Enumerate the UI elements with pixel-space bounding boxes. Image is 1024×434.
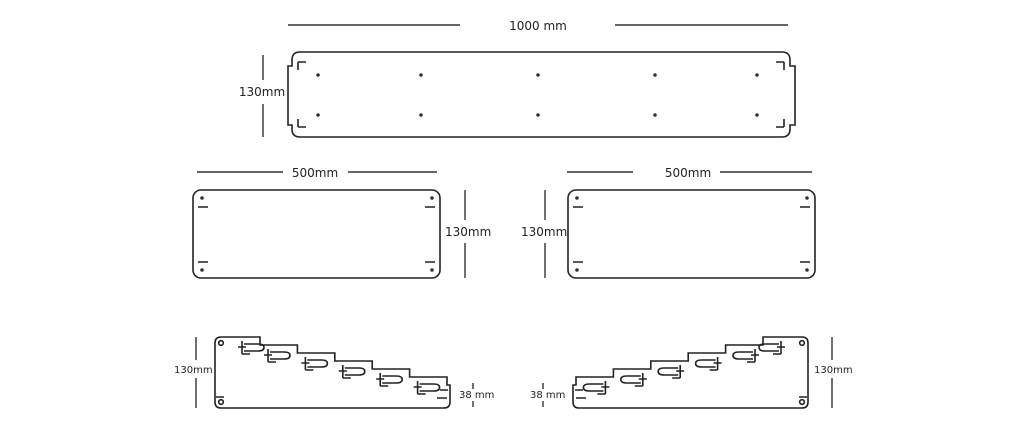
bottom-left-profile: 130mm 38 mm [174, 336, 494, 409]
mounting-hole [200, 196, 204, 200]
mounting-hole [653, 113, 657, 117]
corner-marks [216, 389, 448, 399]
hook-slot [694, 357, 722, 371]
mounting-hole [805, 196, 809, 200]
mounting-hole [419, 113, 423, 117]
corner-marks [297, 61, 785, 128]
mounting-hole [798, 398, 806, 406]
hook-slot [376, 373, 404, 387]
hook-slot [338, 365, 366, 379]
stair-profile-outline [214, 336, 451, 409]
top-height-label: 130mm [239, 85, 285, 99]
mounting-hole [575, 196, 579, 200]
middle-left-width-label: 500mm [292, 166, 338, 180]
hook-slot [238, 341, 265, 355]
mounting-hole [316, 113, 320, 117]
mounting-hole [536, 73, 540, 77]
middle-left-outline [192, 189, 441, 279]
hook-slot [732, 349, 759, 363]
corner-marks [573, 206, 810, 263]
top-panel: 1000 mm 130mm [239, 19, 796, 138]
mounting-hole [430, 268, 434, 272]
mounting-hole [798, 339, 806, 347]
middle-right-outline [567, 189, 816, 279]
hook-slot [619, 373, 647, 387]
mounting-hole [200, 268, 204, 272]
stair-profile-outline [572, 336, 809, 409]
bottom-left-end-height-label: 38 mm [459, 390, 494, 401]
corner-marks [198, 206, 435, 263]
hook-slot [413, 381, 441, 395]
mounting-hole [419, 73, 423, 77]
mounting-hole [755, 113, 759, 117]
bottom-left-height-label: 130mm [174, 365, 213, 376]
mounting-hole [755, 73, 759, 77]
mounting-hole [217, 398, 225, 406]
corner-marks [575, 389, 807, 399]
top-width-label: 1000 mm [509, 19, 567, 33]
hook-slot [582, 381, 610, 395]
mounting-hole [430, 196, 434, 200]
mounting-hole [536, 113, 540, 117]
top-panel-outline [287, 51, 796, 138]
middle-right-width-label: 500mm [665, 166, 711, 180]
hook-slot [301, 357, 329, 371]
middle-right-panel: 500mm 130mm [521, 166, 816, 279]
bottom-right-end-height-label: 38 mm [530, 390, 565, 401]
bottom-right-height-label: 130mm [814, 365, 853, 376]
mounting-hole [316, 73, 320, 77]
bottom-right-profile: 130mm 38 mm [530, 336, 853, 409]
mounting-hole [805, 268, 809, 272]
mounting-hole [575, 268, 579, 272]
middle-left-panel: 500mm 130mm [192, 166, 491, 279]
mounting-hole [653, 73, 657, 77]
mounting-hole [217, 339, 225, 347]
hook-slot [657, 365, 685, 379]
middle-left-height-label: 130mm [445, 225, 491, 239]
hook-slot [264, 349, 291, 363]
hook-slot [758, 341, 785, 355]
middle-right-height-label: 130mm [521, 225, 567, 239]
